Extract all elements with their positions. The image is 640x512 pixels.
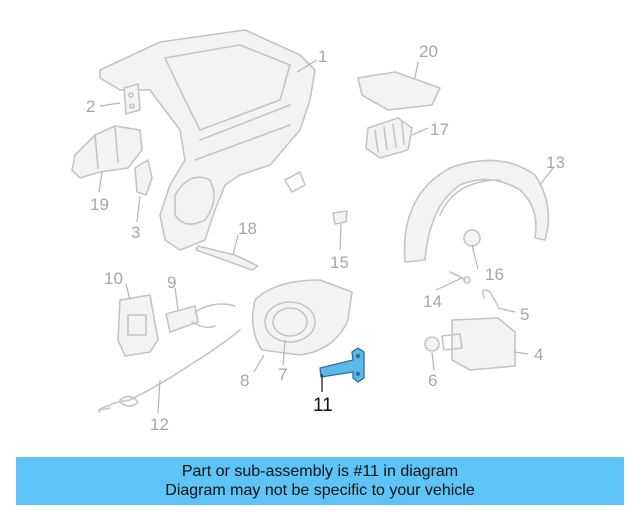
callout-19: 19 (90, 195, 109, 214)
callout-4: 4 (534, 345, 543, 364)
info-banner: Part or sub-assembly is #11 in diagram D… (16, 457, 624, 505)
callout-3: 3 (131, 223, 140, 242)
part-7-seal (264, 301, 316, 343)
part-16-nut (463, 229, 481, 247)
part-4-door (441, 317, 516, 371)
part-8-housing (251, 279, 353, 356)
callout-5: 5 (520, 305, 529, 324)
callout-13: 13 (546, 153, 565, 172)
part-14-screw (449, 271, 471, 284)
part-9-actuator (165, 303, 236, 333)
callout-20: 20 (419, 42, 438, 61)
part-17-vent (365, 117, 413, 159)
part-3-clip (134, 159, 153, 196)
callout-1: 1 (318, 47, 327, 66)
part-13-liner (403, 159, 550, 263)
part-5-spring (482, 289, 499, 307)
callout-12: 12 (150, 415, 169, 434)
part-10-bracket (117, 294, 159, 357)
callout-9: 9 (167, 273, 176, 292)
callout-16: 16 (485, 265, 504, 284)
part-15-clip (332, 210, 348, 225)
part-12-cable (97, 329, 241, 413)
callout-17: 17 (430, 120, 449, 139)
callout-labels: 1 2 19 3 20 17 13 16 15 18 14 5 10 9 12 … (86, 42, 565, 434)
callout-18: 18 (238, 219, 257, 238)
callout-10: 10 (104, 269, 123, 288)
callout-14: 14 (423, 292, 442, 311)
callout-6: 6 (428, 371, 437, 390)
callout-2: 2 (86, 97, 95, 116)
leader-lines (98, 59, 554, 414)
part-18-strip (195, 245, 259, 271)
callout-7: 7 (278, 365, 287, 384)
parts-diagram: 1 2 19 3 20 17 13 16 15 18 14 5 10 9 12 … (71, 29, 565, 434)
part-2-bracket (123, 83, 141, 115)
part-19-housing (71, 125, 143, 179)
banner-line-1: Part or sub-assembly is #11 in diagram (181, 463, 459, 480)
callout-8: 8 (240, 371, 249, 390)
callout-11: 11 (313, 395, 333, 416)
part-20-panel (357, 71, 441, 111)
callout-15: 15 (330, 253, 349, 272)
part-11-hinge (319, 347, 365, 383)
part-6-bumper (424, 336, 440, 352)
banner-line-2: Diagram may not be specific to your vehi… (165, 482, 475, 499)
part-1-quarter-panel (99, 29, 316, 251)
